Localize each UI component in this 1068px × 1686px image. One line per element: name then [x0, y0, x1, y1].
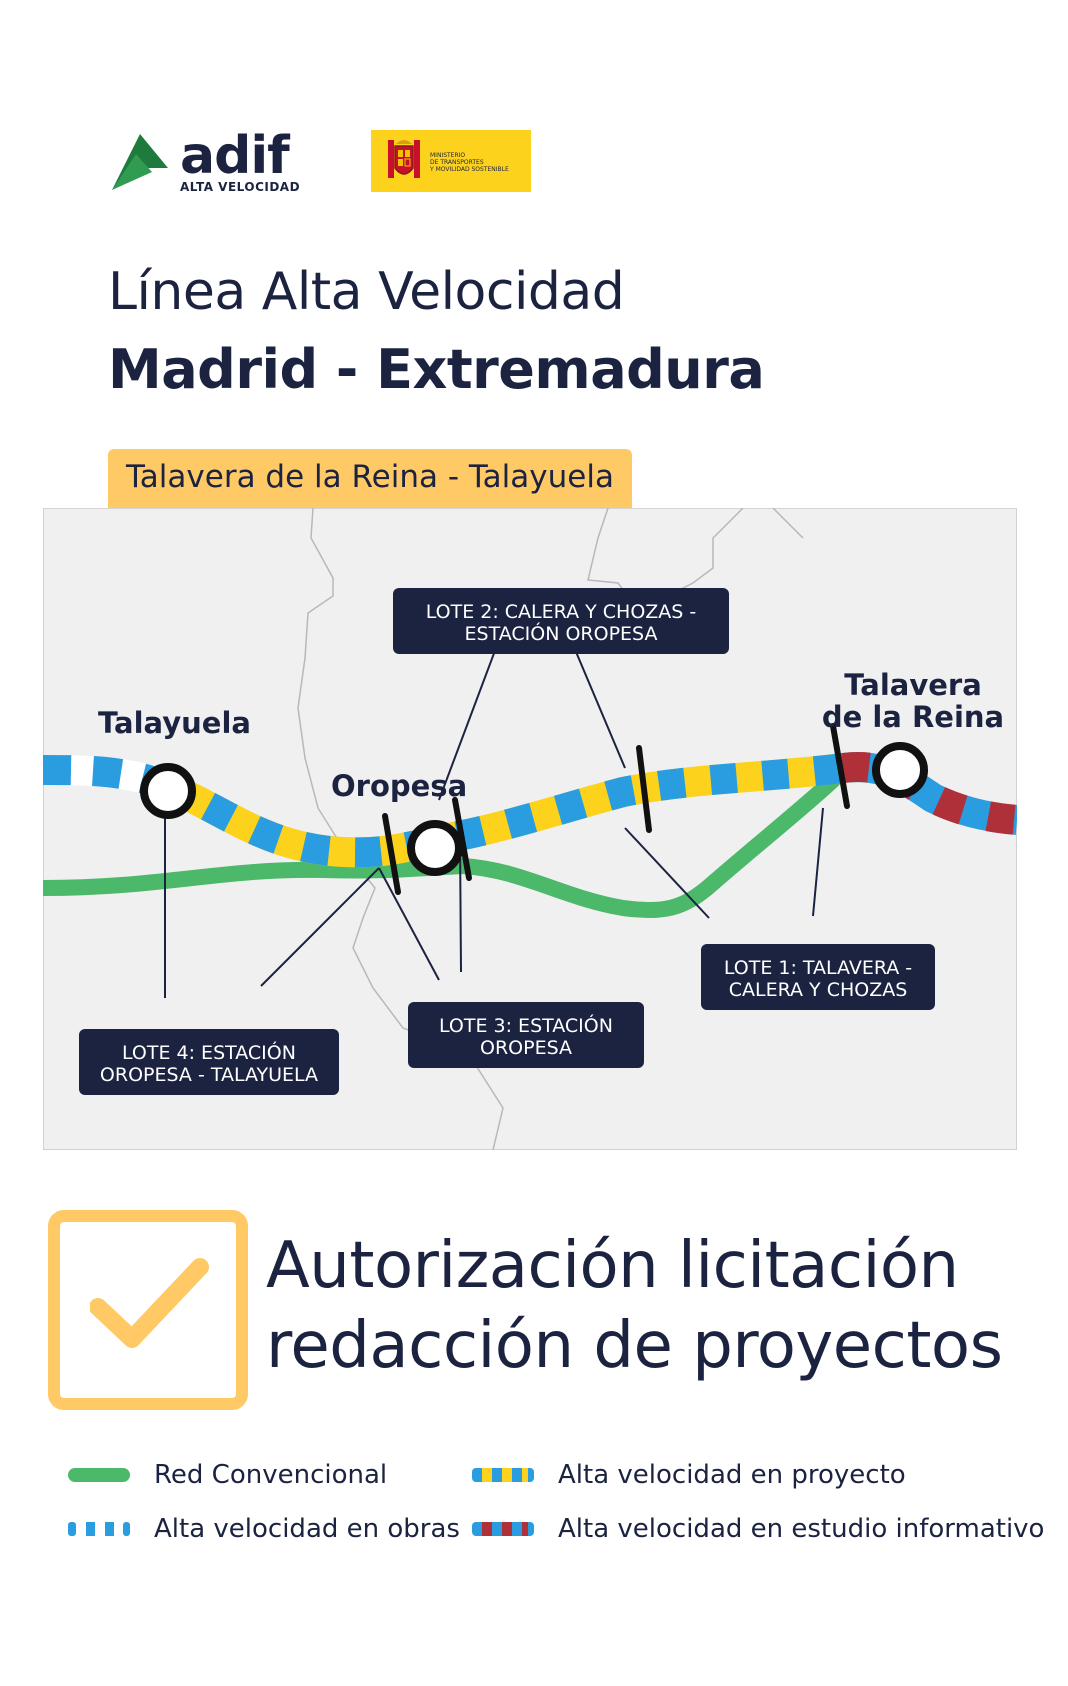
city-label-talayuela: Talayuela — [98, 706, 251, 740]
city-label-talavera-2: de la Reina — [822, 700, 1004, 734]
adif-logo-subtitle: ALTA VELOCIDAD — [180, 180, 301, 194]
page-title-line1: Línea Alta Velocidad — [108, 262, 625, 322]
svg-text:ESTACIÓN OROPESA: ESTACIÓN OROPESA — [465, 621, 658, 645]
authorization-line2: redacción de proyectos — [266, 1309, 1003, 1383]
legend-swatch-conventional — [68, 1468, 130, 1482]
lot-divider-calera — [636, 745, 652, 833]
station-markers — [140, 742, 928, 876]
authorization-line1: Autorización licitación — [266, 1229, 959, 1303]
svg-text:LOTE 3: ESTACIÓN: LOTE 3: ESTACIÓN — [439, 1013, 613, 1037]
checkbox-frame — [48, 1210, 248, 1410]
lot-3-box: LOTE 3: ESTACIÓN OROPESA — [408, 1002, 644, 1068]
lot-2-box: LOTE 2: CALERA Y CHOZAS - ESTACIÓN OROPE… — [393, 588, 729, 654]
svg-text:OROPESA: OROPESA — [480, 1037, 572, 1059]
checkmark-icon — [90, 1258, 209, 1348]
station-talavera — [872, 742, 928, 798]
svg-text:LOTE 1: TALAVERA -: LOTE 1: TALAVERA - — [724, 957, 912, 979]
legend-item-in-works: Alta velocidad en obras — [68, 1514, 460, 1544]
ministry-logo-text: MINISTERIO DE TRANSPORTES Y MOVILIDAD SO… — [430, 152, 509, 173]
adif-logo-word: adif — [180, 126, 290, 186]
leader-lines — [164, 639, 824, 998]
legend-swatch-in-study — [472, 1522, 534, 1536]
station-oropesa — [407, 820, 463, 876]
city-label-oropesa: Oropesa — [331, 769, 467, 803]
svg-text:CALERA Y CHOZAS: CALERA Y CHOZAS — [729, 979, 908, 1001]
city-label-talavera-1: Talavera — [844, 668, 982, 702]
page-title-line2: Madrid - Extremadura — [108, 338, 765, 401]
lot-4-box: LOTE 4: ESTACIÓN OROPESA - TALAYUELA — [79, 1029, 339, 1095]
station-talayuela — [140, 763, 196, 819]
legend-item-in-project: Alta velocidad en proyecto — [472, 1460, 906, 1490]
svg-text:LOTE 2: CALERA Y CHOZAS -: LOTE 2: CALERA Y CHOZAS - — [426, 601, 697, 623]
lot-divider-talavera — [830, 723, 850, 809]
lot-1-box: LOTE 1: TALAVERA - CALERA Y CHOZAS — [701, 944, 935, 1010]
spain-coat-of-arms-icon — [388, 140, 420, 178]
adif-logo-icon — [112, 134, 168, 190]
lot-divider-oropesa-east — [452, 797, 472, 881]
route-map: Talayuela Oropesa Talavera de la Reina L… — [43, 508, 1017, 1150]
legend-swatch-in-works — [68, 1522, 130, 1536]
svg-text:LOTE 4: ESTACIÓN: LOTE 4: ESTACIÓN — [122, 1040, 296, 1064]
legend-item-in-study: Alta velocidad en estudio informativo — [472, 1514, 1044, 1544]
svg-text:OROPESA - TALAYUELA: OROPESA - TALAYUELA — [100, 1064, 318, 1086]
legend-item-conventional: Red Convencional — [68, 1460, 387, 1490]
legend-swatch-in-project — [472, 1468, 534, 1482]
lot-dividers — [382, 723, 850, 895]
section-tag: Talavera de la Reina - Talayuela — [108, 449, 632, 509]
authorization-text: Autorización licitación redacción de pro… — [266, 1226, 1003, 1386]
conventional-rail-line — [43, 772, 841, 918]
lot-divider-west — [382, 813, 401, 895]
